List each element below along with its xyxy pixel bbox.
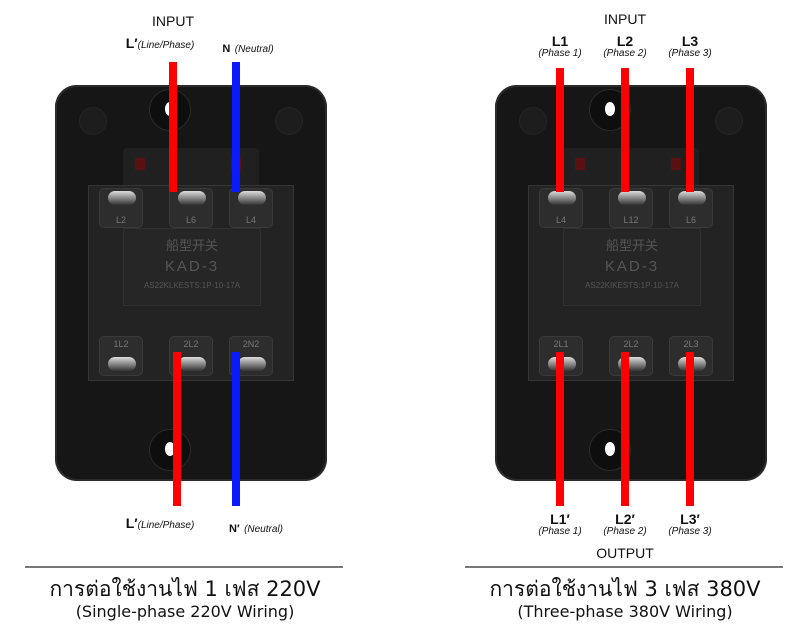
three-phase-title: การต่อใช้งานไฟ 3 เฟส 380V	[489, 577, 761, 601]
bottom-terminal: 2L2	[609, 336, 653, 376]
terminal-label: 2L3	[683, 339, 699, 349]
phase-1-output-wire	[556, 352, 564, 506]
screw-icon	[548, 191, 576, 205]
output-label-1: L1′(Phase 1)	[538, 512, 581, 537]
screw-icon	[678, 191, 706, 205]
terminal-label: L12	[623, 215, 639, 225]
neutral-output-wire	[232, 352, 240, 506]
terminal-label: 2L2	[623, 339, 639, 349]
terminal-label: 2L2	[183, 339, 199, 349]
bottom-terminal: 1L2	[99, 336, 143, 376]
terminal-label: L6	[685, 215, 696, 225]
terminal-label: 2N2	[242, 339, 260, 349]
dimple	[519, 107, 547, 135]
dimple	[715, 107, 743, 135]
input-name: L2	[616, 33, 634, 49]
indicator	[575, 158, 585, 170]
bottom-neutral-label: N′ (Neutral)	[229, 523, 283, 535]
screw-icon	[178, 357, 206, 371]
mount-hole-bottom	[149, 429, 191, 471]
terminal-label: L2	[115, 215, 126, 225]
input-label-3: L3(Phase 3)	[668, 34, 711, 59]
top-terminal: L4	[229, 188, 273, 228]
output-label-3: L3′(Phase 3)	[668, 512, 711, 537]
top-terminal: L6	[169, 188, 213, 228]
model-text: KAD-3	[604, 258, 660, 275]
screw-icon	[108, 357, 136, 371]
input-label-2: L2(Phase 2)	[603, 34, 646, 59]
phase-3-input-wire	[686, 68, 694, 192]
phase-1-input-wire	[556, 68, 564, 192]
output-label-3ph: OUTPUT	[596, 545, 654, 561]
input-name: L3	[681, 33, 699, 49]
brand-text: 船型开关	[165, 238, 218, 253]
screw-icon	[238, 357, 266, 371]
screw-icon	[618, 191, 646, 205]
top-terminal: L2	[99, 188, 143, 228]
phase-3-output-wire	[686, 352, 694, 506]
divider-right	[465, 566, 783, 568]
terminal-label: 1L2	[113, 339, 129, 349]
input-label-3ph: INPUT	[604, 11, 646, 27]
line-input-wire	[169, 62, 177, 192]
output-label-2: L2′(Phase 2)	[603, 512, 646, 537]
single-phase-subtitle: (Single-phase 220V Wiring)	[75, 602, 295, 621]
screw-icon	[108, 191, 136, 205]
indicator	[135, 158, 145, 170]
output-desc: (Phase 1)	[538, 525, 582, 537]
terminal-label: 2L1	[553, 339, 569, 349]
output-name: L1′	[550, 511, 570, 527]
bottom-line-label: L′(Line/Phase)	[125, 515, 195, 531]
top-terminal: L4	[539, 188, 583, 228]
single-phase-title: การต่อใช้งานไฟ 1 เฟส 220V	[49, 577, 321, 601]
spec-text: AS22KIKESTS:1P-10-17A	[585, 281, 679, 290]
model-text: KAD-3	[164, 258, 220, 275]
terminal-label: L4	[555, 215, 566, 225]
input-label: INPUT	[152, 13, 194, 29]
output-name: L2′	[615, 511, 635, 527]
output-name: L3′	[680, 511, 700, 527]
brand-text: 船型开关	[605, 238, 658, 253]
dimple	[79, 107, 107, 135]
phase-2-input-wire	[621, 68, 629, 192]
input-label-1: L1(Phase 1)	[538, 34, 581, 59]
three-phase-subtitle: (Three-phase 380V Wiring)	[517, 602, 733, 621]
input-name: L1	[551, 33, 569, 49]
neutral-input-wire	[232, 62, 240, 192]
top-line-label: L′(Line/Phase)	[125, 35, 195, 51]
indicator-window	[563, 148, 699, 188]
divider-left	[25, 566, 343, 568]
phase-2-output-wire	[621, 352, 629, 506]
screw-icon	[178, 191, 206, 205]
input-desc: (Phase 2)	[603, 47, 647, 59]
terminal-label: L6	[185, 215, 196, 225]
terminal-label: L4	[245, 215, 256, 225]
input-desc: (Phase 3)	[668, 47, 712, 59]
output-desc: (Phase 2)	[603, 525, 647, 537]
indicator	[671, 158, 681, 170]
line-output-wire	[173, 352, 181, 506]
input-desc: (Phase 1)	[538, 47, 582, 59]
spec-text: AS22KLKESTS:1P-10-17A	[143, 281, 241, 290]
dimple	[275, 107, 303, 135]
output-desc: (Phase 3)	[668, 525, 712, 537]
top-neutral-label: N (Neutral)	[222, 43, 274, 55]
top-terminal: L12	[609, 188, 653, 228]
screw-icon	[238, 191, 266, 205]
top-terminal: L6	[669, 188, 713, 228]
